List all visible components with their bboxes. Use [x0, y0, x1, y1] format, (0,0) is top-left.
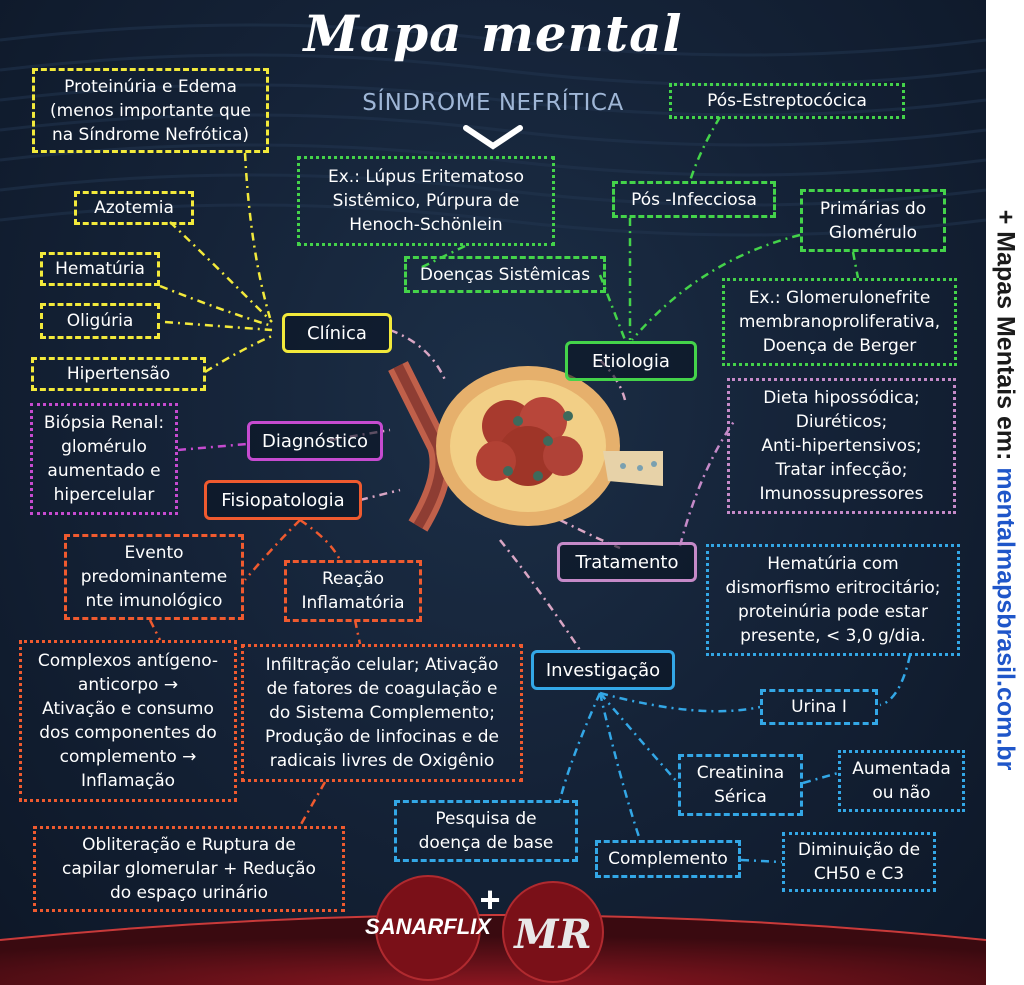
node-azotemia: Azotemia	[74, 191, 194, 225]
page-subtitle: SÍNDROME NEFRÍTICA	[362, 90, 624, 116]
hub-diagnostico: Diagnóstico	[247, 421, 383, 461]
node-urina-i: Urina I	[760, 689, 878, 725]
mr-logo	[502, 881, 604, 983]
node-doencas-sistemicas: Doenças Sistêmicas	[404, 256, 606, 293]
page-title: Mapa mental	[303, 4, 683, 63]
node-complexos-antigeno: Complexos antígeno-anticorpo →Ativação e…	[19, 640, 237, 802]
node-pos-infecciosa: Pós -Infecciosa	[612, 181, 776, 218]
hub-investigacao: Investigação	[531, 650, 675, 690]
node-tratamento-lista: Dieta hipossódica;Diuréticos;Anti-hipert…	[727, 378, 956, 514]
plus-icon: +	[479, 879, 500, 920]
node-pos-estreptococica: Pós-Estreptocócica	[669, 83, 905, 119]
node-complemento: Complemento	[595, 840, 741, 878]
sidebar-text: + Mapas Mentais em: mentalmapsbrasil.com…	[991, 210, 1020, 771]
hub-clinica: Clínica	[282, 313, 392, 353]
sidebar-banner	[986, 0, 1024, 985]
node-proteinuria-edema: Proteinúria e Edema(menos importante que…	[32, 68, 269, 153]
chevron-down-icon	[463, 125, 523, 150]
mind-map-canvas: Mapa mental SÍNDROME NEFRÍTICA Clínica D…	[0, 0, 986, 985]
sidebar-prefix: + Mapas Mentais em:	[991, 209, 1020, 468]
hub-tratamento: Tratamento	[557, 542, 697, 582]
node-oliguria: Oligúria	[40, 303, 160, 339]
sanarflix-logo	[375, 875, 481, 981]
node-hipertensao: Hipertensão	[31, 357, 206, 391]
footer-logos: SANARFLIX + MR	[0, 875, 986, 985]
svg-text:MR: MR	[512, 911, 592, 958]
background-pattern	[0, 23, 986, 237]
sidebar-url-link[interactable]: mentalmapsbrasil.com.br	[991, 467, 1020, 771]
glomerulus-illustration	[388, 361, 663, 532]
node-hematuria: Hematúria	[40, 252, 160, 286]
svg-text:SANARFLIX: SANARFLIX	[365, 914, 492, 939]
hub-etiologia: Etiologia	[565, 341, 697, 381]
hub-fisiopatologia: Fisiopatologia	[204, 480, 362, 520]
